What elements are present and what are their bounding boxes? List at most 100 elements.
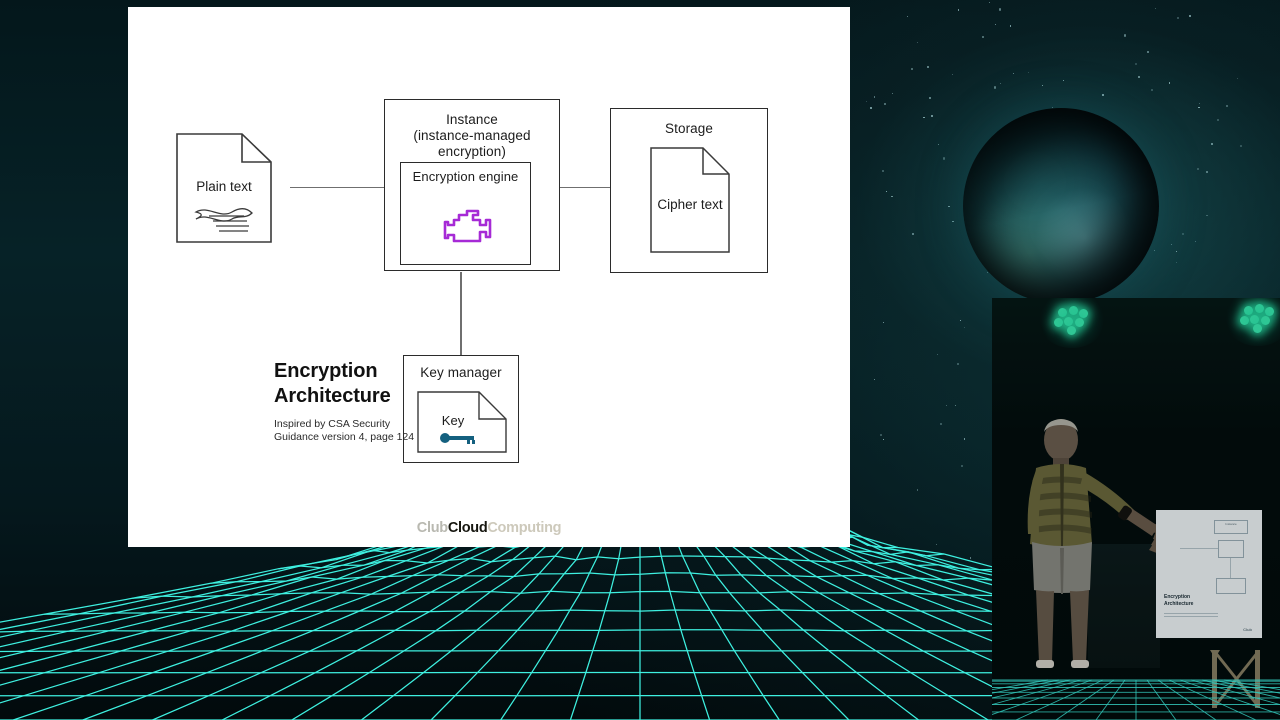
star	[1175, 250, 1177, 252]
wireframe-line	[0, 530, 498, 704]
encryption-engine-box: Encryption engine	[400, 162, 531, 265]
lectern-screen: Instance Encryption Architecture Club	[1156, 510, 1262, 638]
brand-footer: ClubCloudComputing	[128, 520, 850, 536]
star	[963, 438, 965, 440]
instance-label-line2: (instance-managed	[413, 128, 531, 143]
star	[998, 8, 1002, 11]
key-manager-label: Key manager	[420, 365, 502, 380]
video-grid-line	[1212, 679, 1280, 694]
star	[1134, 63, 1137, 66]
star	[961, 465, 963, 467]
star	[1124, 34, 1127, 37]
slide-subtitle-line1: Inspired by CSA Security	[274, 418, 391, 430]
star	[946, 404, 948, 406]
star	[969, 557, 972, 559]
star	[1205, 170, 1208, 173]
brand-part-club: Club	[416, 520, 448, 536]
key-label: Key	[441, 413, 465, 428]
wireframe-line	[687, 530, 850, 720]
star	[1240, 144, 1242, 147]
star	[916, 489, 918, 491]
wireframe-line	[0, 530, 438, 638]
star	[994, 23, 996, 25]
presentation-slide: Plain text Instance (instance-managed en…	[128, 7, 850, 547]
brand-part-cloud: Cloud	[447, 520, 488, 536]
document-shape-icon	[650, 147, 730, 253]
cipher-text-label: Cipher text	[657, 197, 723, 212]
slide-title-line2: Architecture	[274, 385, 391, 407]
stage-truss	[1210, 650, 1260, 708]
video-grid-line	[992, 679, 1082, 706]
star	[1137, 75, 1140, 78]
key-manager-box: Key manager Key	[403, 355, 519, 463]
video-grid-line	[1146, 679, 1177, 720]
star	[1168, 82, 1171, 84]
lectern-screen-title-line1: Encryption	[1164, 594, 1191, 600]
star	[1151, 89, 1153, 92]
star	[1225, 104, 1228, 107]
slide-title-block: Encryption Architecture Inspired by CSA …	[274, 359, 504, 443]
wireframe-line	[152, 530, 534, 720]
video-grid-line	[1015, 679, 1104, 720]
wireframe-line	[221, 530, 547, 720]
star	[882, 321, 884, 323]
instance-box: Instance (instance-managed encryption) E…	[384, 99, 560, 271]
star	[1194, 240, 1197, 243]
cipher-text-document: Cipher text	[650, 147, 730, 253]
star	[880, 434, 882, 436]
storage-box: Storage Cipher text	[610, 108, 768, 273]
star	[993, 86, 996, 89]
star	[987, 271, 988, 273]
slide-subtitle-line2: Guidance version 4, page 124	[274, 430, 415, 443]
wireframe-line	[500, 530, 609, 720]
wireframe-line	[0, 530, 459, 659]
star	[873, 96, 875, 98]
key-icon	[440, 433, 475, 444]
star	[1196, 167, 1199, 170]
star	[1189, 14, 1192, 17]
star	[1181, 232, 1184, 235]
star	[911, 67, 913, 70]
star	[963, 326, 966, 328]
star	[1102, 93, 1104, 96]
star	[1211, 143, 1213, 145]
video-grid-line	[1168, 679, 1257, 720]
video-grid-line	[1223, 679, 1280, 691]
star	[959, 320, 961, 321]
wireframe-line	[82, 530, 526, 720]
plain-text-document: Plain text	[176, 133, 272, 243]
planet-graphic	[963, 108, 1159, 304]
star	[1176, 17, 1179, 20]
connector-instance-keymanager	[460, 272, 462, 356]
video-grid-line	[1095, 679, 1126, 720]
star	[1155, 8, 1157, 9]
star	[882, 438, 884, 440]
connector-instance-storage	[560, 186, 610, 189]
star	[936, 543, 938, 545]
key-document: Key	[417, 391, 507, 453]
wireframe-line	[291, 530, 563, 720]
wireframe-line	[0, 530, 453, 648]
star	[1041, 85, 1043, 87]
star	[923, 116, 926, 119]
wireframe-line	[716, 530, 989, 720]
slide-title-line1: Encryption	[274, 360, 378, 382]
star	[982, 35, 985, 38]
connector-plaintext-instance	[290, 186, 384, 189]
presenter-video-inset: Instance Encryption Architecture Club	[992, 298, 1280, 720]
plain-text-label: Plain text	[196, 179, 252, 194]
wireframe-line	[361, 530, 578, 720]
video-grid-line	[1190, 679, 1280, 706]
star	[1236, 77, 1239, 80]
video-floor-grid	[992, 679, 1280, 720]
star	[1028, 71, 1030, 73]
video-grid-line	[1157, 679, 1217, 720]
star	[1146, 51, 1149, 54]
star	[916, 41, 918, 44]
planet-shadow	[963, 108, 1159, 304]
star	[1052, 107, 1053, 109]
star	[948, 205, 950, 208]
lectern-screen-title-line2: Architecture	[1164, 601, 1194, 607]
podium	[1088, 544, 1160, 668]
star	[906, 15, 908, 17]
